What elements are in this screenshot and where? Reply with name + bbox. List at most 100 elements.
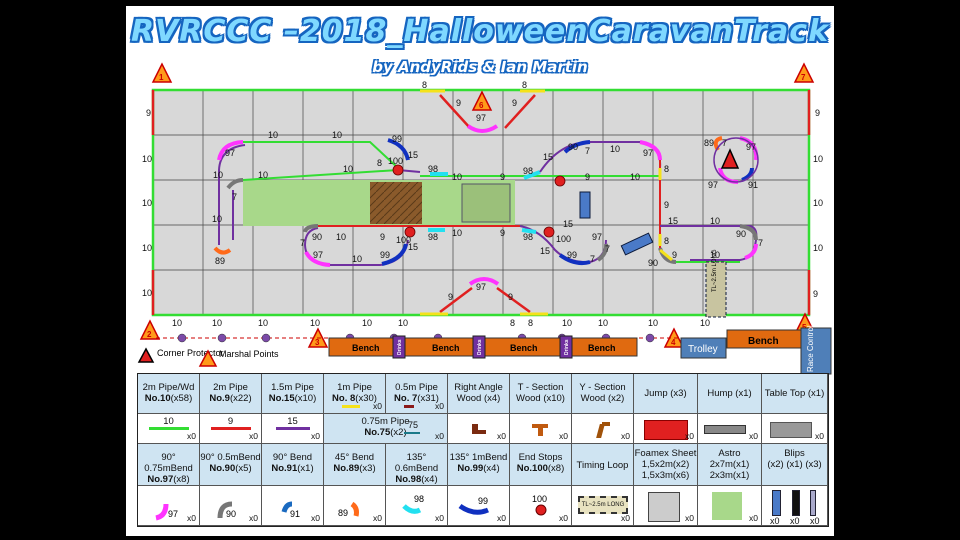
page-subtitle: by AndyRids & Ian Martin: [372, 58, 588, 76]
svg-text:99: 99: [392, 134, 402, 144]
svg-text:4: 4: [671, 338, 676, 347]
svg-text:Drinks: Drinks: [477, 339, 483, 355]
svg-text:99: 99: [380, 250, 390, 260]
wood-platform: [461, 183, 511, 223]
svg-text:10: 10: [142, 198, 152, 208]
svg-text:15: 15: [408, 242, 418, 252]
svg-text:15: 15: [408, 150, 418, 160]
svg-text:10: 10: [813, 243, 823, 253]
svg-text:Race Control: Race Control: [806, 325, 815, 372]
svg-text:91: 91: [290, 509, 300, 519]
table-top: [370, 182, 422, 224]
svg-text:97: 97: [643, 148, 653, 158]
svg-text:Drinks: Drinks: [397, 339, 403, 355]
svg-text:9: 9: [664, 200, 669, 210]
svg-text:100: 100: [532, 494, 547, 504]
svg-text:15: 15: [543, 152, 553, 162]
svg-text:10: 10: [630, 172, 640, 182]
end-stops: [392, 164, 566, 238]
svg-text:8: 8: [510, 318, 515, 328]
svg-text:100: 100: [388, 156, 403, 166]
svg-text:9: 9: [813, 289, 818, 299]
svg-text:10: 10: [710, 216, 720, 226]
svg-text:97: 97: [313, 250, 323, 260]
svg-text:Bench: Bench: [588, 343, 616, 353]
svg-text:8: 8: [664, 164, 669, 174]
svg-text:10: 10: [258, 170, 268, 180]
svg-text:10: 10: [398, 318, 408, 328]
svg-text:8: 8: [422, 80, 427, 90]
svg-text:7: 7: [801, 73, 806, 82]
svg-text:Bench: Bench: [352, 343, 380, 353]
svg-text:90: 90: [312, 232, 322, 242]
svg-text:9: 9: [500, 228, 505, 238]
marshal-point-legend-icon: [198, 349, 218, 367]
svg-text:8: 8: [377, 158, 382, 168]
svg-text:97: 97: [476, 282, 486, 292]
svg-text:9: 9: [672, 250, 677, 260]
svg-text:10: 10: [310, 318, 320, 328]
svg-text:15: 15: [668, 216, 678, 226]
svg-text:9: 9: [500, 172, 505, 182]
svg-text:7: 7: [590, 254, 595, 264]
svg-text:9: 9: [456, 98, 461, 108]
legend-icon-y-section: x0: [572, 414, 634, 444]
svg-text:10: 10: [813, 198, 823, 208]
svg-text:9: 9: [146, 108, 151, 118]
svg-text:10: 10: [212, 318, 222, 328]
svg-text:10: 10: [258, 318, 268, 328]
svg-text:8: 8: [528, 318, 533, 328]
svg-text:10: 10: [352, 254, 362, 264]
svg-text:Drinks: Drinks: [564, 339, 570, 355]
svg-text:15: 15: [563, 219, 573, 229]
legend-icon-hump: x0: [698, 414, 762, 444]
svg-text:99: 99: [567, 250, 577, 260]
legend-icon-t-section: x0: [510, 414, 572, 444]
svg-text:9: 9: [815, 108, 820, 118]
svg-text:2: 2: [147, 330, 152, 339]
svg-text:9: 9: [448, 292, 453, 302]
svg-text:Bench: Bench: [432, 343, 460, 353]
timing-loop-label: TL~2.5m LONG: [712, 249, 718, 292]
svg-text:7: 7: [605, 244, 610, 254]
legend-icon-table-top: x0: [762, 414, 828, 444]
svg-text:9: 9: [512, 98, 517, 108]
svg-text:8: 8: [664, 236, 669, 246]
svg-text:89: 89: [215, 256, 225, 266]
svg-text:90: 90: [648, 258, 658, 268]
legend-icon-right-angle: x0: [448, 414, 510, 444]
svg-text:6: 6: [479, 101, 484, 110]
corner-protector-label: Corner Protector: [157, 348, 224, 358]
svg-text:Bench: Bench: [510, 343, 538, 353]
svg-text:99: 99: [478, 496, 488, 506]
svg-text:10: 10: [268, 130, 278, 140]
marshal-points-label: Marshal Points: [219, 349, 279, 359]
blips: [579, 191, 727, 318]
svg-text:97: 97: [708, 180, 718, 190]
svg-text:9: 9: [508, 292, 513, 302]
svg-text:10: 10: [213, 170, 223, 180]
svg-text:9: 9: [380, 232, 385, 242]
legend-cell-blips: Blips(x2) (x1) (x3): [762, 444, 828, 486]
svg-text:10: 10: [343, 164, 353, 174]
svg-text:10: 10: [598, 318, 608, 328]
svg-text:90: 90: [568, 142, 578, 152]
svg-text:97: 97: [168, 509, 178, 519]
svg-text:Bench: Bench: [748, 336, 779, 347]
legend-icon-foamex: x0: [634, 486, 698, 526]
perimeter-pipe: [151, 88, 811, 317]
